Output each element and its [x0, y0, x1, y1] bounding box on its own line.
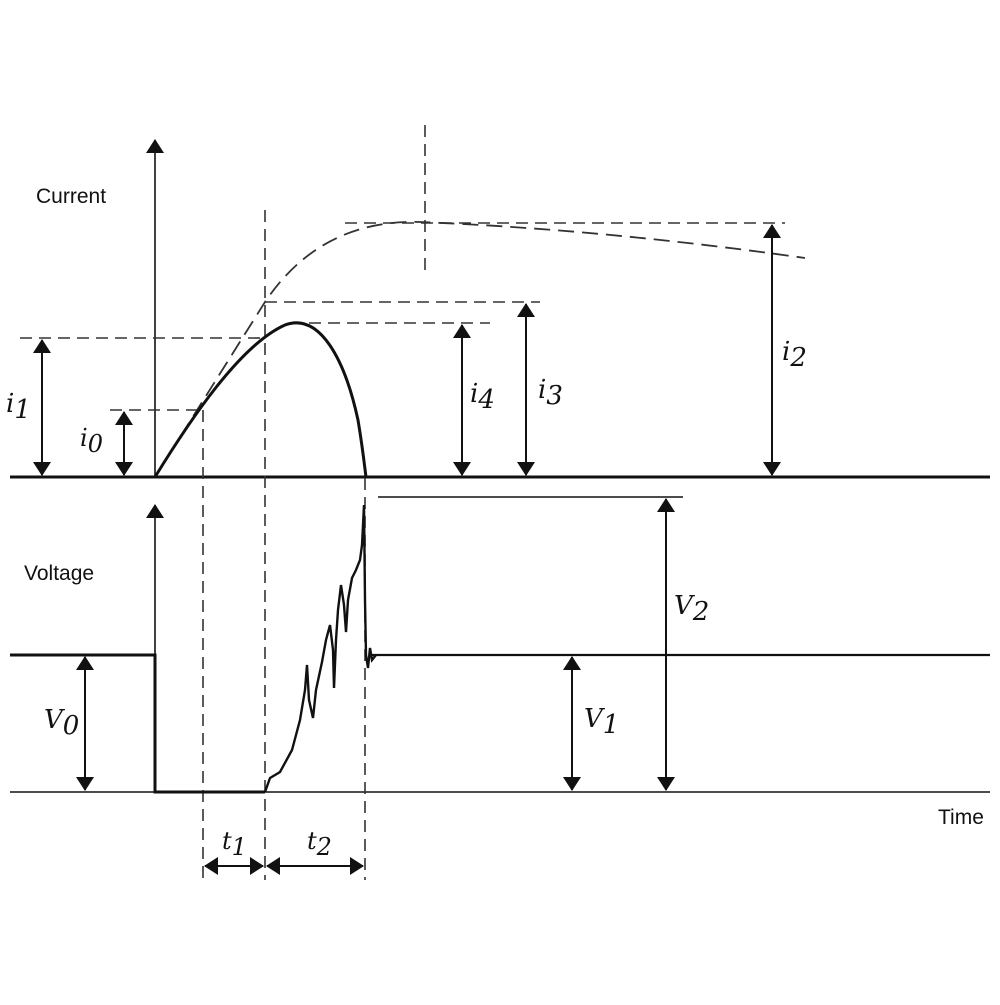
label-i2: i2	[782, 337, 807, 373]
arc-voltage-trace	[263, 504, 377, 793]
let-through-current-curve	[153, 321, 368, 478]
current-axis-label: Current	[36, 185, 106, 208]
label-v2: V2	[674, 591, 709, 627]
label-v1: V1	[584, 704, 619, 740]
label-v0: V0	[44, 705, 79, 741]
label-i4: i4	[470, 379, 495, 415]
label-t2: t2	[307, 827, 332, 861]
voltage-pre-arc	[10, 653, 265, 794]
voltage-axis-label: Voltage	[24, 562, 94, 585]
prospective-current-curve	[154, 221, 806, 478]
label-t1: t1	[222, 827, 247, 861]
label-i1: i1	[6, 389, 31, 425]
label-i3: i3	[538, 375, 563, 411]
label-i0: i0	[80, 424, 103, 458]
time-axis-label: Time	[938, 806, 984, 829]
